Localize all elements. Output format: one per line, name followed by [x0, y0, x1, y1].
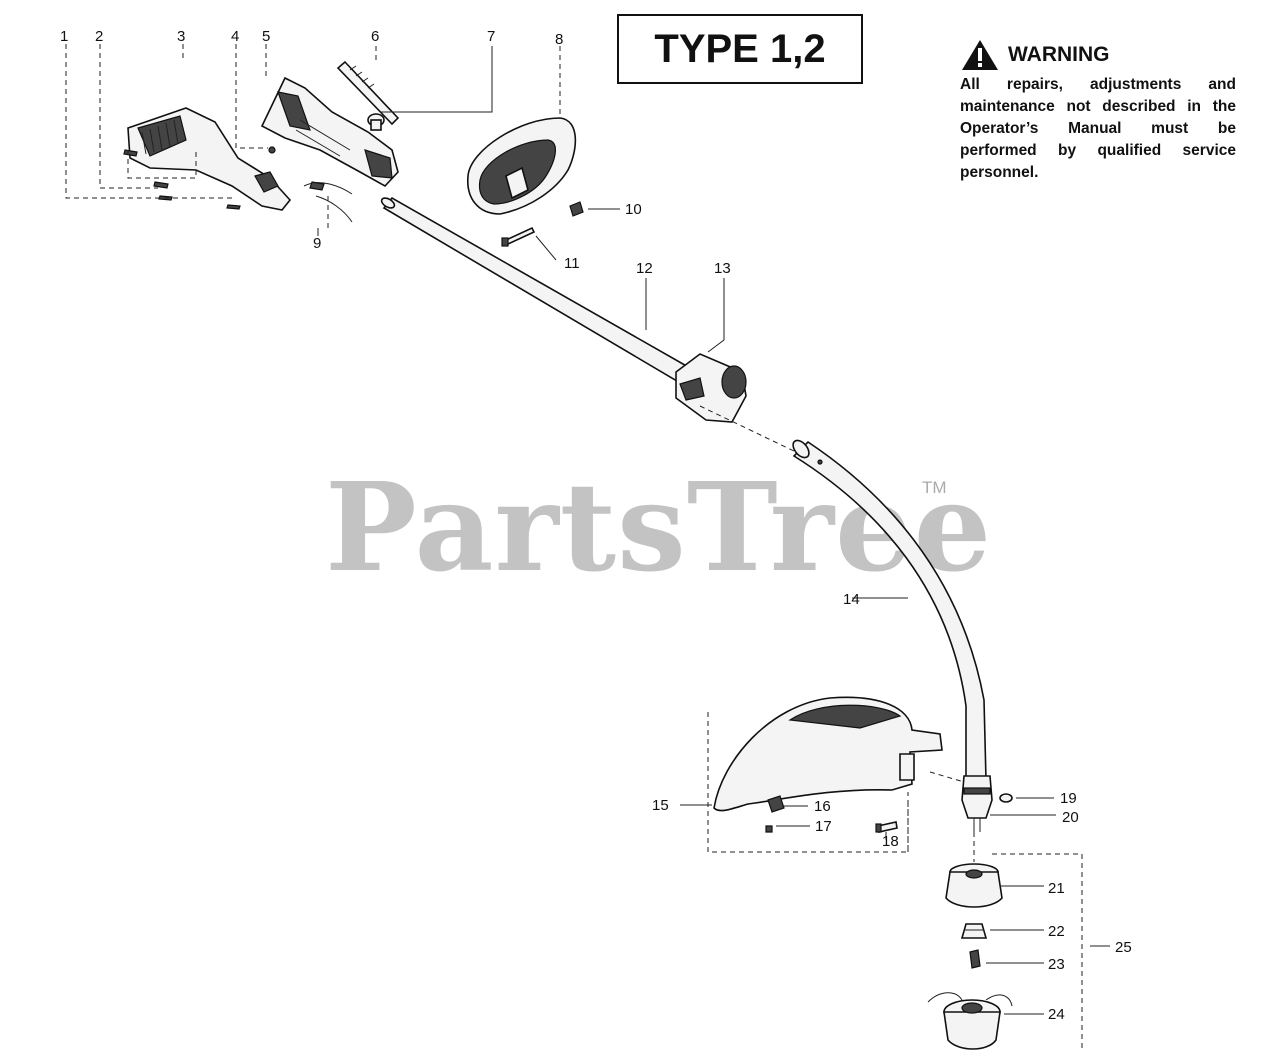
callout-13: 13: [714, 260, 731, 277]
guard-bolt: [875, 821, 898, 833]
callout-16: 16: [814, 798, 831, 815]
guard-screw: [765, 825, 773, 833]
warning-box: WARNING All repairs, adjustments and mai…: [960, 38, 1236, 184]
callout-19: 19: [1060, 790, 1077, 807]
bolt: [336, 60, 400, 126]
grass-guard: [713, 696, 943, 812]
callout-11: 11: [564, 255, 580, 272]
spring: [960, 923, 988, 939]
front-handle: [467, 117, 577, 215]
knob: [367, 113, 385, 131]
spool: [927, 992, 1013, 1050]
callout-numbers: 1 2 3 4 5 6 7 8 9 10 11 12 13 14 15 16 1…: [60, 28, 1132, 1023]
warning-text: All repairs, adjustments and maintenance…: [960, 76, 1236, 181]
callout-5: 5: [262, 28, 270, 45]
tube-coupler: [675, 353, 747, 423]
callout-1: 1: [60, 28, 68, 45]
warning-heading: WARNING: [1008, 43, 1110, 66]
throttle-cable: [303, 181, 353, 223]
callout-7: 7: [487, 28, 495, 45]
callout-10: 10: [625, 201, 642, 218]
callout-2: 2: [95, 28, 103, 45]
warning-triangle-icon: [962, 40, 998, 70]
callout-9: 9: [313, 235, 321, 252]
callout-21: 21: [1048, 880, 1065, 897]
callout-12: 12: [636, 260, 653, 277]
watermark-trademark: TM: [922, 478, 947, 497]
warning-header: WARNING: [960, 38, 1236, 72]
upper-housing: [260, 76, 399, 188]
callout-20: 20: [1062, 809, 1079, 826]
callout-18: 18: [882, 833, 899, 850]
throttle-housing: [127, 107, 292, 211]
trimmer-head-cover: [945, 863, 1003, 908]
bolt-long: [501, 226, 536, 247]
callout-6: 6: [371, 28, 379, 45]
guard-clip: [767, 795, 785, 813]
screws: [123, 149, 241, 210]
callout-17: 17: [815, 818, 832, 835]
drive-tube: [380, 196, 692, 386]
callout-15: 15: [652, 797, 669, 814]
callout-22: 22: [1048, 923, 1065, 940]
callout-25: 25: [1115, 939, 1132, 956]
callout-14: 14: [843, 591, 860, 608]
eyelet: [969, 949, 981, 969]
type-label: TYPE 1,2: [617, 14, 863, 84]
callout-24: 24: [1048, 1006, 1065, 1023]
screw: [569, 201, 584, 217]
gearhead: [961, 775, 1013, 832]
callout-23: 23: [1048, 956, 1065, 973]
callout-8: 8: [555, 31, 563, 48]
callout-3: 3: [177, 28, 185, 45]
callout-4: 4: [231, 28, 239, 45]
washer: [268, 146, 276, 154]
